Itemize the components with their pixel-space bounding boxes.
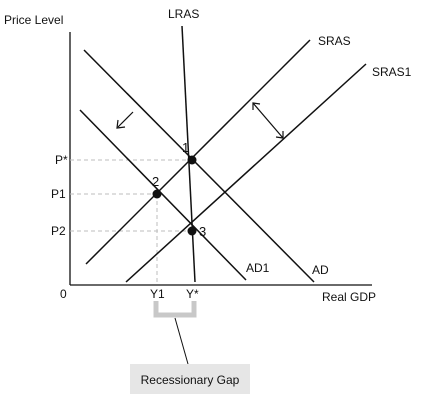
- sras-label: SRAS: [318, 34, 351, 48]
- ad-shift-arrow: [116, 111, 134, 129]
- guide-lines: [70, 159, 192, 285]
- lras-curve: [181, 25, 196, 283]
- equilibrium-point-3: [187, 226, 197, 236]
- gap-bracket: [153, 301, 197, 318]
- sras1-label: SRAS1: [372, 65, 412, 79]
- sras1-curve: [125, 63, 367, 283]
- origin-label: 0: [60, 287, 67, 301]
- ad-curve: [83, 49, 315, 283]
- point-label-1: 1: [182, 140, 189, 155]
- ad1-label: AD1: [246, 261, 270, 275]
- gap-label: Recessionary Gap: [141, 373, 240, 387]
- point-label-2: 2: [152, 174, 159, 189]
- x-tick-y-star: Y*: [186, 287, 199, 301]
- y-tick-p2: P2: [51, 224, 66, 238]
- y-axis-label: Price Level: [4, 13, 63, 27]
- gap-connector: [174, 317, 189, 365]
- ad1-curve: [79, 109, 247, 281]
- ad-label: AD: [312, 263, 329, 277]
- sras-curve: [85, 39, 311, 265]
- equilibrium-point-1: [187, 155, 197, 165]
- gap-label-box: [130, 364, 250, 394]
- point-label-3: 3: [199, 224, 206, 239]
- equilibrium-point-2: [152, 189, 162, 199]
- lras-label: LRAS: [168, 7, 199, 21]
- y-tick-p1: P1: [51, 187, 66, 201]
- x-tick-y1: Y1: [150, 287, 165, 301]
- sras-shift-arrow: [252, 102, 284, 139]
- y-tick-p-star: P*: [55, 153, 68, 167]
- x-axis-label: Real GDP: [322, 290, 376, 304]
